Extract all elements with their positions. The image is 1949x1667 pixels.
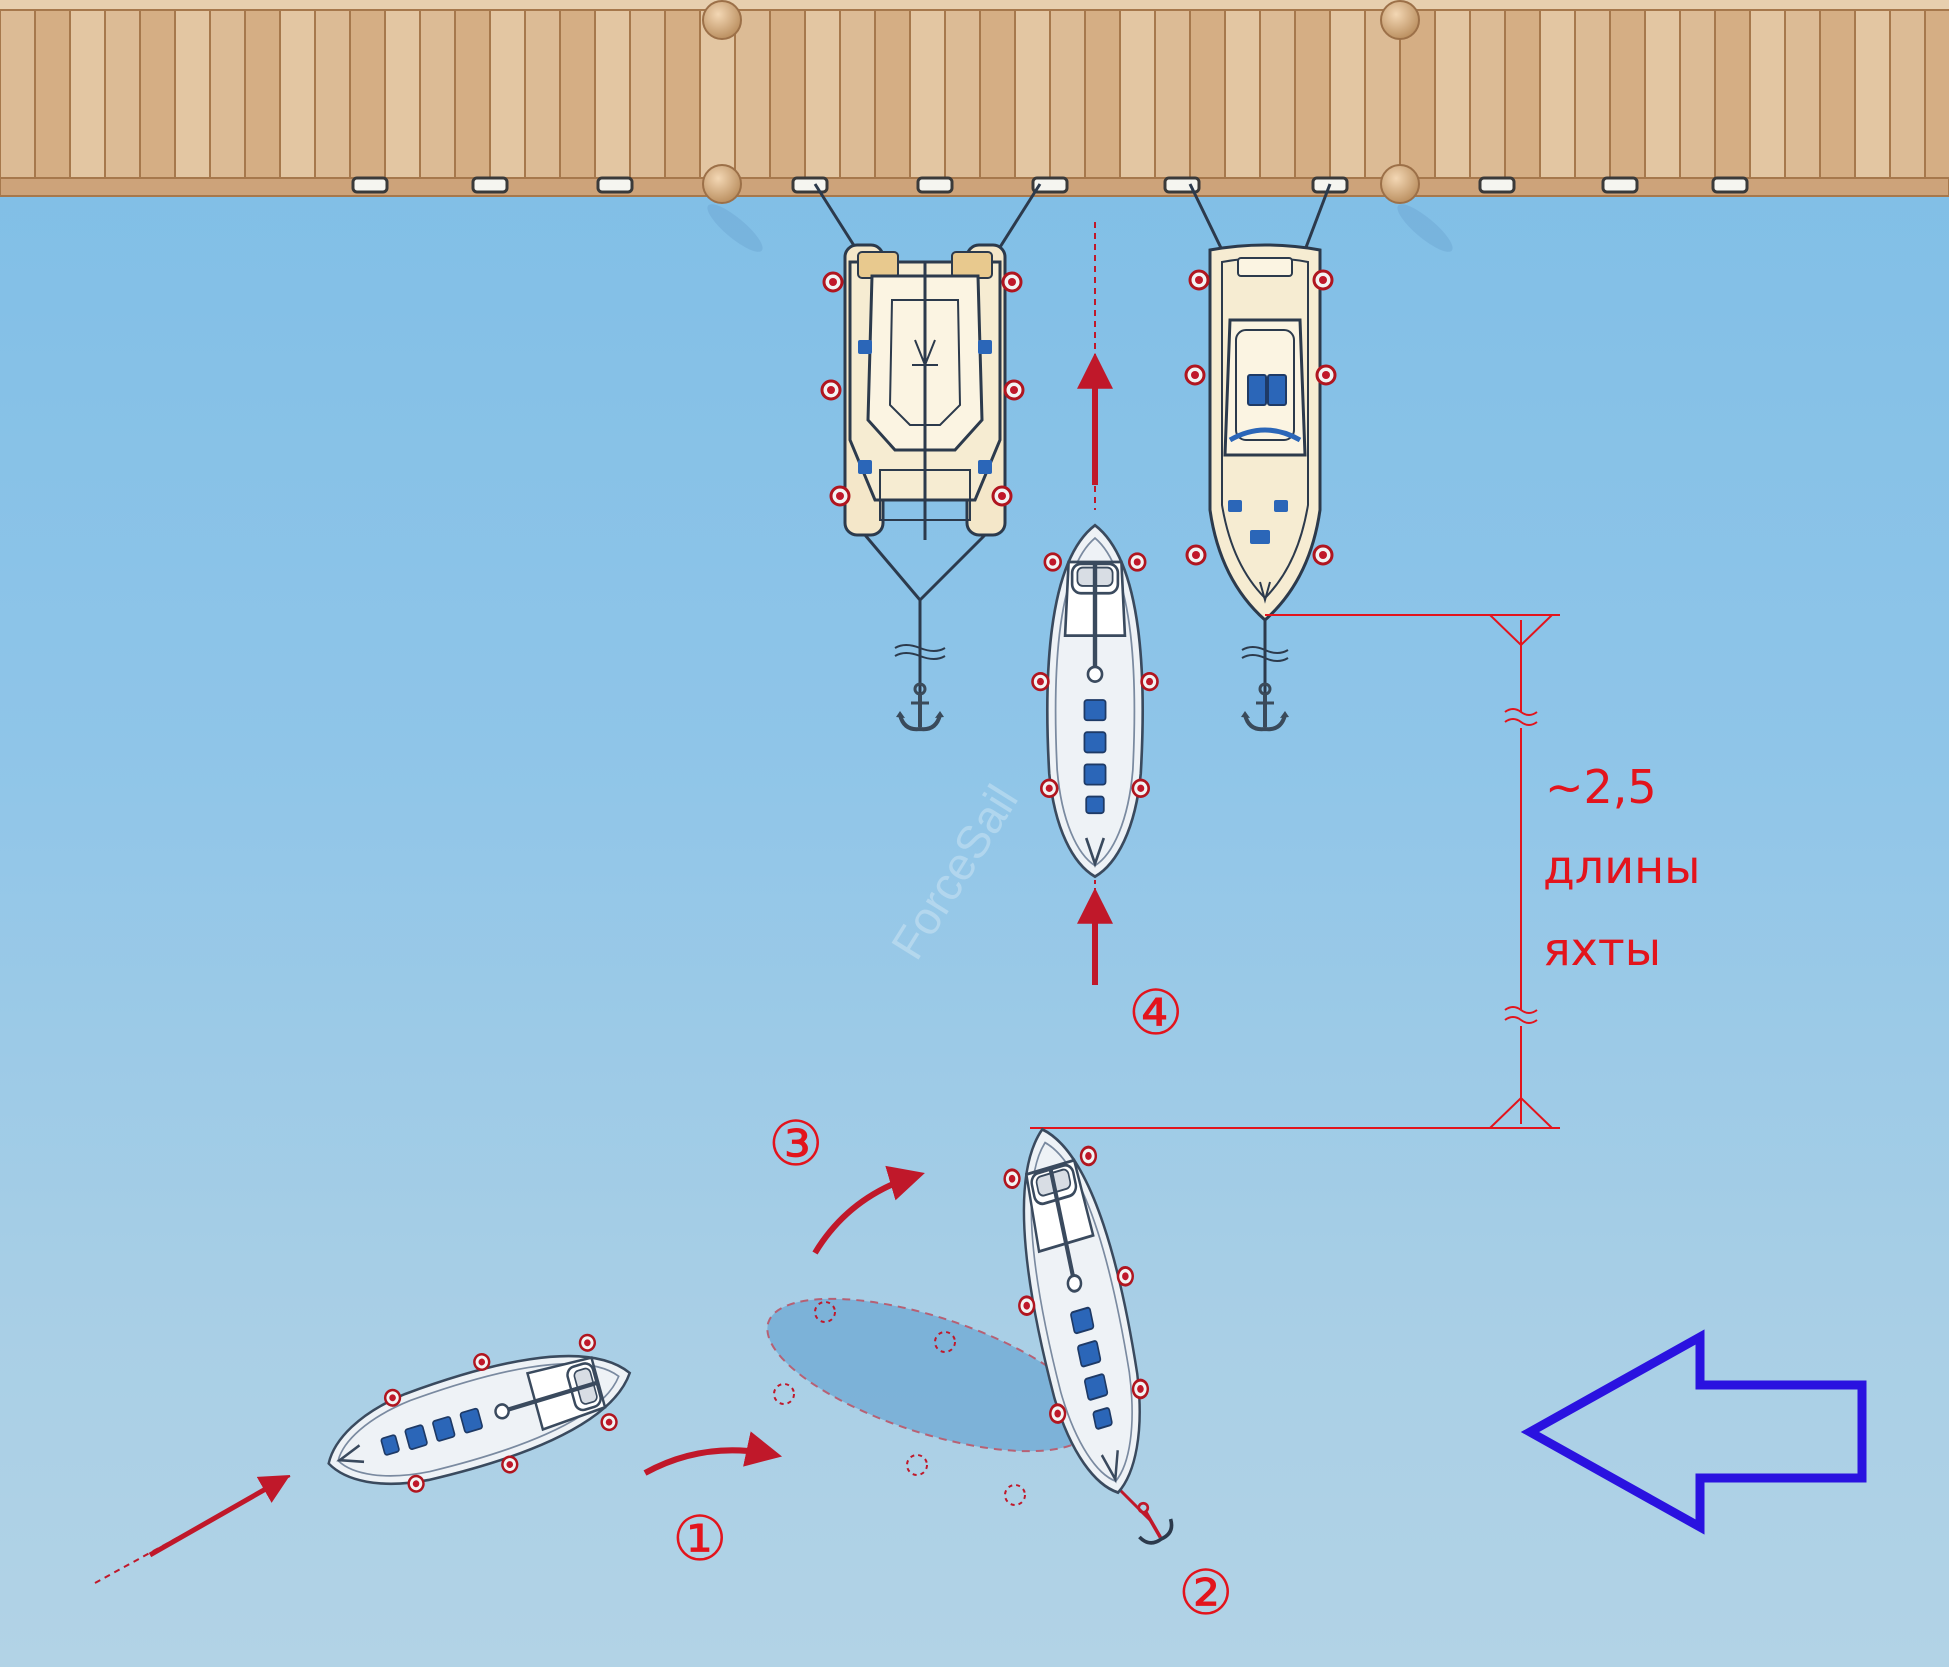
pier-plank	[1504, 9, 1541, 179]
pier-plank	[139, 9, 176, 179]
moored-catamaran	[813, 183, 1042, 732]
pier-plank	[804, 9, 841, 179]
pier-plank	[1189, 9, 1226, 179]
pier-plank	[944, 9, 981, 179]
pier-plank	[279, 9, 316, 179]
distance-unit-line2: яхты	[1543, 922, 1662, 976]
pier-plank	[419, 9, 456, 179]
pier-plank	[209, 9, 246, 179]
pier-cleat	[1031, 176, 1069, 194]
pier-plank	[1749, 9, 1786, 179]
yacht-step4	[1033, 525, 1158, 876]
pier-cleat	[916, 176, 954, 194]
pier-cleat	[1601, 176, 1639, 194]
distance-dimension	[1030, 614, 1560, 1129]
distance-value: ~2,5	[1545, 760, 1657, 814]
pier	[0, 0, 1949, 197]
bollard-icon	[1380, 164, 1420, 204]
pier-plank	[734, 9, 771, 179]
pier-plank	[1469, 9, 1506, 179]
distance-unit-line1: длины	[1543, 840, 1701, 894]
step-2-label: ②	[1178, 1556, 1234, 1629]
pier-plank	[839, 9, 876, 179]
pier-plank	[174, 9, 211, 179]
pier-plank	[874, 9, 911, 179]
pier-cleat	[791, 176, 829, 194]
pier-plank	[104, 9, 141, 179]
pier-plank	[1644, 9, 1681, 179]
pier-plank	[769, 9, 806, 179]
pier-cleat	[596, 176, 634, 194]
pier-planks	[0, 9, 1949, 179]
pier-plank	[1609, 9, 1646, 179]
pier-plank	[1714, 9, 1751, 179]
pier-plank	[34, 9, 71, 179]
pier-plank	[1084, 9, 1121, 179]
pier-bollards	[702, 0, 1453, 252]
pier-plank	[1224, 9, 1261, 179]
pier-plank	[454, 9, 491, 179]
pier-cleat	[1711, 176, 1749, 194]
pier-plank	[1889, 9, 1926, 179]
wind-direction-arrow-icon	[1520, 1329, 1867, 1535]
moored-motor-yacht	[1184, 183, 1337, 732]
pier-plank	[664, 9, 701, 179]
pier-plank	[909, 9, 946, 179]
anchor-icon	[1137, 1501, 1174, 1545]
pier-plank	[1329, 9, 1366, 179]
pier-plank	[1574, 9, 1611, 179]
pier-plank	[1119, 9, 1156, 179]
bollard-icon	[702, 164, 742, 204]
pier-plank	[384, 9, 421, 179]
pier-plank	[1294, 9, 1331, 179]
step-4-label: ④	[1128, 976, 1184, 1049]
pier-plank	[1784, 9, 1821, 179]
pier-plank	[629, 9, 666, 179]
pier-plank	[594, 9, 631, 179]
pier-plank	[349, 9, 386, 179]
pier-plank	[1154, 9, 1191, 179]
pier-plank	[559, 9, 596, 179]
step2-turn	[766, 1112, 1177, 1545]
pier-plank	[1014, 9, 1051, 179]
yacht-step1	[313, 1314, 646, 1522]
pier-plank	[979, 9, 1016, 179]
pier-cleats	[351, 176, 1749, 194]
bollard-icon	[1380, 0, 1420, 40]
pier-plank	[69, 9, 106, 179]
step-1-label: ①	[672, 1502, 728, 1575]
pier-plank	[1854, 9, 1891, 179]
pier-plank	[1539, 9, 1576, 179]
pier-plank	[524, 9, 561, 179]
pier-plank	[1434, 9, 1471, 179]
step4-approach	[1033, 222, 1158, 985]
pier-plank	[1259, 9, 1296, 179]
pier-plank	[1679, 9, 1716, 179]
pier-plank	[0, 9, 36, 179]
pier-cleat	[1163, 176, 1201, 194]
pier-plank	[1924, 9, 1949, 179]
step-3-label: ③	[768, 1107, 824, 1180]
pier-plank	[1049, 9, 1086, 179]
pier-cleat	[471, 176, 509, 194]
pier-cleat	[351, 176, 389, 194]
pier-cleat	[1478, 176, 1516, 194]
pier-plank	[1819, 9, 1856, 179]
step1-approach	[94, 1165, 925, 1584]
pier-plank	[489, 9, 526, 179]
bollard-icon	[702, 0, 742, 40]
pier-plank	[314, 9, 351, 179]
pier-plank	[244, 9, 281, 179]
